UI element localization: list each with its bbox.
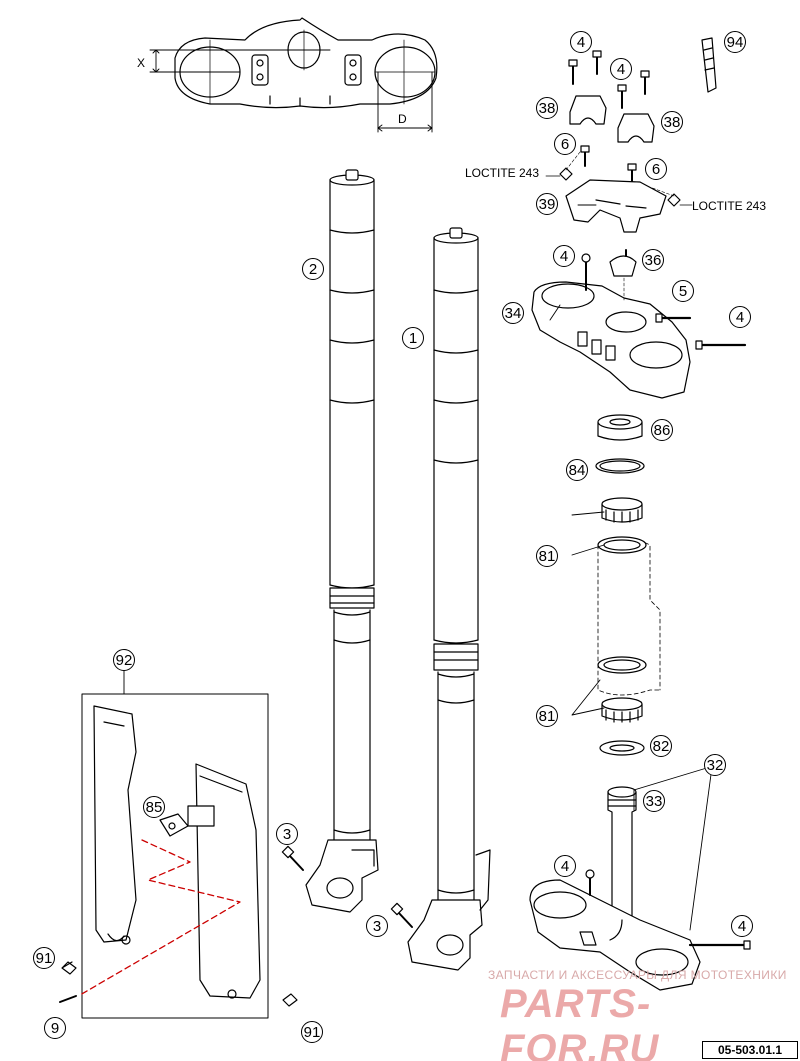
upper-triple-clamp-dimension-view	[149, 17, 438, 133]
callout-81-lower: 81	[536, 705, 558, 727]
callout-36: 36	[642, 249, 664, 271]
upper-triple-clamp	[531, 249, 747, 399]
callout-4-pinch-bolt: 4	[729, 306, 751, 328]
callout-4-lower-pinch: 4	[731, 915, 753, 937]
steering-bearing-stack	[595, 414, 661, 756]
callout-4-top-right: 4	[610, 58, 632, 80]
loctite-label-right: LOCTITE 243	[692, 199, 767, 213]
callout-6-left: 6	[554, 133, 576, 155]
diagram-code-label: 05-503.01.1	[702, 1041, 798, 1059]
callout-1: 1	[402, 327, 424, 349]
dimension-d-label: D	[398, 112, 407, 126]
callout-81-upper: 81	[536, 545, 558, 567]
callout-32: 32	[704, 754, 726, 776]
dimension-x-label: X	[137, 56, 146, 70]
callout-34: 34	[502, 302, 524, 324]
callout-4-clamp-bolt: 4	[553, 245, 575, 267]
callout-2: 2	[302, 258, 324, 280]
callout-38-left: 38	[536, 97, 558, 119]
callout-82: 82	[650, 735, 672, 757]
fork-leg-right	[407, 227, 491, 971]
callout-38-right: 38	[661, 111, 683, 133]
callout-5: 5	[672, 280, 694, 302]
callout-33: 33	[643, 790, 665, 812]
callout-84: 84	[566, 459, 588, 481]
leader-lines	[123, 204, 713, 931]
axle-clamp-bolts	[281, 845, 413, 928]
callout-9: 9	[44, 1017, 66, 1039]
lower-triple-clamp-and-stem	[529, 786, 751, 991]
callout-6-right: 6	[645, 158, 667, 180]
callout-86: 86	[651, 419, 673, 441]
fork-protector-group	[59, 693, 298, 1019]
callout-3-lower: 3	[366, 915, 388, 937]
callout-4-top-left: 4	[570, 31, 592, 53]
callout-91-left: 91	[33, 947, 55, 969]
callout-39: 39	[536, 193, 558, 215]
fork-leg-left	[305, 169, 379, 913]
watermark-tagline: ЗАПЧАСТИ И АКСЕССУАРЫ ДЛЯ МОТОТЕХНИКИ	[488, 968, 787, 982]
callout-92: 92	[113, 649, 135, 671]
loctite-label-left: LOCTITE 243	[465, 166, 540, 180]
watermark-logo-text: PARTS-FOR.RU	[500, 982, 660, 1061]
callout-91-right: 91	[301, 1021, 323, 1043]
handlebar-clamp-parts	[545, 37, 717, 233]
callout-85: 85	[143, 796, 165, 818]
callout-3-upper: 3	[276, 823, 298, 845]
callout-94: 94	[724, 31, 746, 53]
callout-4-lower-clamp: 4	[554, 855, 576, 877]
